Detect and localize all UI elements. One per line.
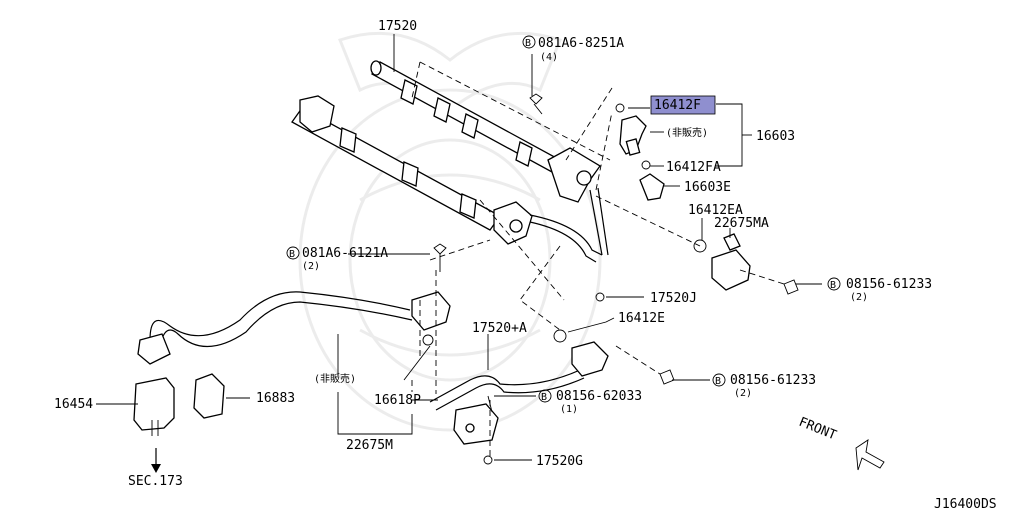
label-08156-61233-b: 08156-61233 <box>730 373 816 388</box>
watermark-emblem <box>298 31 602 432</box>
bolt-markers: B B B B B <box>286 35 841 403</box>
label-08156-61233-a: 08156-61233 <box>846 277 932 292</box>
sec-arrow <box>151 448 161 473</box>
bolt-marker-b: B <box>525 38 531 49</box>
label-16412F: 16412F <box>654 98 701 113</box>
label-16603E: 16603E <box>684 180 731 195</box>
label-17520: 17520 <box>378 19 417 34</box>
label-17520A: 17520+A <box>472 321 527 336</box>
clip-16883 <box>193 373 225 419</box>
front-arrow <box>855 439 885 471</box>
bolt-marker-b: B <box>289 249 295 260</box>
label-16618P: 16618P <box>374 393 421 408</box>
fuel-rail-upper <box>370 60 601 203</box>
crossover-pipe <box>529 187 609 263</box>
pressure-regulator <box>693 233 799 295</box>
diagram-code: J16400DS <box>934 497 997 511</box>
label-sec-173: SEC.173 <box>128 474 183 489</box>
label-16412EA: 16412EA <box>688 203 743 218</box>
label-16412FA: 16412FA <box>666 160 721 175</box>
label-16603: 16603 <box>756 129 795 144</box>
label-not-sold-2: (非販売) <box>314 372 356 385</box>
label-qty-4: (4) <box>540 52 558 63</box>
label-not-sold-1: (非販売) <box>666 126 708 139</box>
dashed-lines <box>411 61 785 460</box>
label-22675MA: 22675MA <box>714 216 769 231</box>
fuel-rail-lower <box>291 95 533 245</box>
leader-lines <box>96 34 822 461</box>
label-17520G: 17520G <box>536 454 583 469</box>
bolts <box>433 93 605 302</box>
label-qty-2-b: (2) <box>302 261 320 272</box>
label-16454: 16454 <box>54 397 93 412</box>
label-081A6-8251A: 081A6-8251A <box>538 36 624 51</box>
highlight-16412F <box>650 95 716 115</box>
fuel-hose <box>137 291 451 365</box>
label-08156-62033: 08156-62033 <box>556 389 642 404</box>
label-qty-2-a: (2) <box>850 292 868 303</box>
bolt-marker-b: B <box>830 280 836 291</box>
label-16883: 16883 <box>256 391 295 406</box>
lower-pipe <box>429 329 675 465</box>
connector-16454 <box>133 377 175 436</box>
label-22675M: 22675M <box>346 438 393 453</box>
part-labels: 17520 081A6-8251A (4) 16412F (非販売) 16603… <box>54 19 997 511</box>
label-16412E: 16412E <box>618 311 665 326</box>
bolt-marker-b: B <box>715 376 721 387</box>
bolt-marker-b: B <box>541 392 547 403</box>
label-front: FRONT <box>797 415 839 444</box>
label-qty-1: (1) <box>560 404 578 415</box>
injector <box>615 103 665 201</box>
label-17520J: 17520J <box>650 291 697 306</box>
label-081A6-6121A: 081A6-6121A <box>302 246 388 261</box>
label-qty-2-c: (2) <box>734 388 752 399</box>
